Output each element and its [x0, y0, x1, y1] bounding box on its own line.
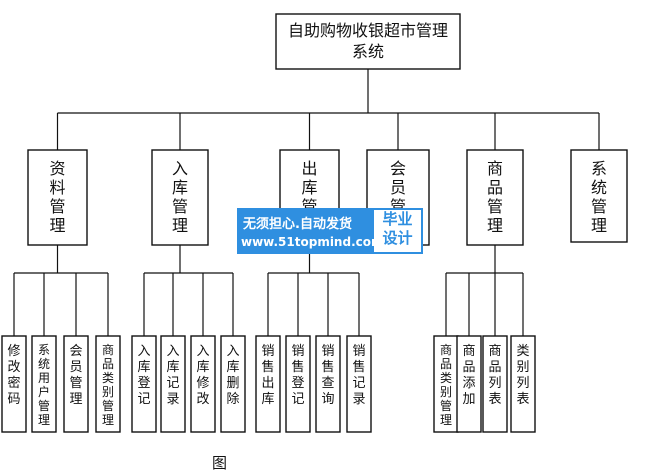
root-box — [275, 13, 461, 70]
watermark-tag: 毕业 设计 — [374, 210, 421, 252]
child-label: 销售登记 — [291, 344, 304, 407]
child-box — [190, 335, 216, 433]
child-label: 商品类别管理 — [102, 342, 114, 427]
child-label: 系统用户管理 — [38, 343, 50, 427]
module-label: 资料管理 — [49, 159, 65, 235]
child-label: 入库登记 — [137, 344, 150, 407]
child-label: 会员管理 — [69, 344, 82, 407]
watermark-tag1: 毕业 — [382, 210, 413, 228]
child-box — [220, 335, 246, 433]
child-box — [315, 335, 341, 433]
module-box — [570, 149, 628, 243]
child-label: 类别列表 — [516, 344, 529, 407]
child-label: 商品添加 — [462, 344, 475, 407]
child-box — [433, 335, 459, 433]
root-title-line: 系统 — [352, 42, 384, 61]
child-label: 入库修改 — [196, 344, 209, 407]
watermark-banner: 无须担心.自动发货 www.51topmind.com 毕业 设计 — [237, 208, 423, 254]
child-label: 商品列表 — [488, 344, 501, 407]
watermark-line2: www.51topmind.com — [241, 235, 384, 249]
child-label: 修改密码 — [7, 344, 20, 407]
root-title-line: 自助购物收银超市管理 — [288, 21, 448, 40]
child-label: 商品类别管理 — [440, 342, 452, 427]
child-box — [131, 335, 157, 433]
child-box — [285, 335, 311, 433]
module-label: 商品管理 — [487, 159, 503, 235]
child-label: 入库删除 — [226, 344, 239, 407]
child-box — [160, 335, 186, 433]
child-box — [346, 335, 372, 433]
child-box — [63, 335, 89, 433]
module-label: 入库管理 — [172, 159, 188, 235]
child-box — [31, 335, 57, 433]
child-box — [1, 335, 27, 433]
module-box — [466, 149, 524, 246]
child-box — [482, 335, 508, 433]
child-box — [456, 335, 482, 433]
watermark-line1: 无须担心.自动发货 — [243, 217, 352, 232]
child-label: 入库记录 — [166, 344, 179, 407]
child-box — [510, 335, 536, 433]
child-label: 销售查询 — [321, 344, 334, 407]
module-box — [27, 149, 88, 246]
watermark-tag2: 设计 — [382, 229, 413, 247]
child-box — [95, 335, 121, 433]
child-label: 销售出库 — [261, 344, 274, 407]
child-label: 销售记录 — [352, 344, 365, 407]
child-box — [255, 335, 281, 433]
module-label: 系统管理 — [591, 159, 607, 235]
